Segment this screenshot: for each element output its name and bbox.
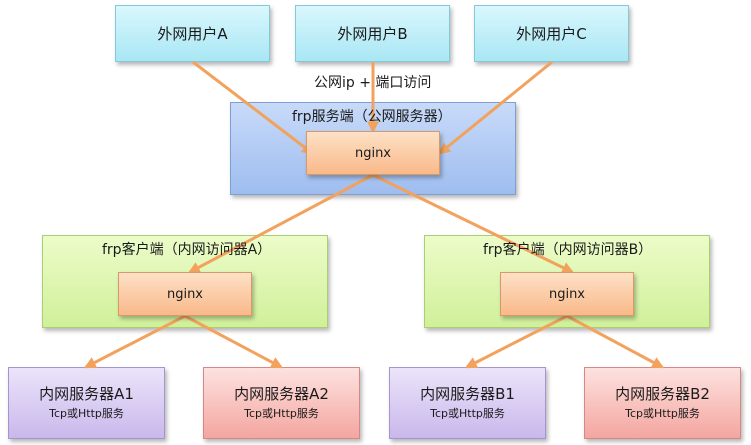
server-nginx-label: nginx — [354, 145, 392, 161]
external-user-b: 外网用户B — [295, 5, 450, 62]
frp-server-title: frp服务端（公网服务器） — [292, 109, 452, 125]
internal-server-a1-name: 内网服务器A1 — [39, 385, 134, 403]
external-user-a-label: 外网用户A — [157, 25, 228, 43]
external-user-c-label: 外网用户C — [516, 25, 587, 43]
internal-server-b1-name: 内网服务器B1 — [420, 385, 515, 403]
client-a-nginx: nginx — [118, 272, 252, 316]
internal-server-b1-protocol: Tcp或Http服务 — [430, 407, 505, 420]
external-user-b-label: 外网用户B — [337, 25, 408, 43]
frp-client-b-title: frp客户端（内网访问器B） — [483, 242, 653, 258]
internal-server-a1: 内网服务器A1 Tcp或Http服务 — [8, 367, 165, 439]
internal-server-a2-protocol: Tcp或Http服务 — [244, 407, 319, 420]
server-nginx: nginx — [306, 131, 440, 175]
internal-server-b2: 内网服务器B2 Tcp或Http服务 — [584, 367, 741, 439]
client-b-nginx-label: nginx — [548, 286, 586, 302]
internal-server-b2-protocol: Tcp或Http服务 — [625, 407, 700, 420]
client-a-nginx-label: nginx — [166, 286, 204, 302]
internal-server-a1-protocol: Tcp或Http服务 — [49, 407, 124, 420]
frp-client-a-title: frp客户端（内网访问器A） — [102, 242, 272, 258]
internal-server-b1: 内网服务器B1 Tcp或Http服务 — [389, 367, 546, 439]
client-b-nginx: nginx — [500, 272, 634, 316]
internal-server-b2-name: 内网服务器B2 — [615, 385, 710, 403]
internal-server-a2-name: 内网服务器A2 — [234, 385, 329, 403]
internal-server-a2: 内网服务器A2 Tcp或Http服务 — [203, 367, 360, 439]
external-user-a: 外网用户A — [115, 5, 270, 62]
external-user-c: 外网用户C — [474, 5, 629, 62]
access-caption: 公网ip + 端口访问 — [314, 75, 432, 91]
